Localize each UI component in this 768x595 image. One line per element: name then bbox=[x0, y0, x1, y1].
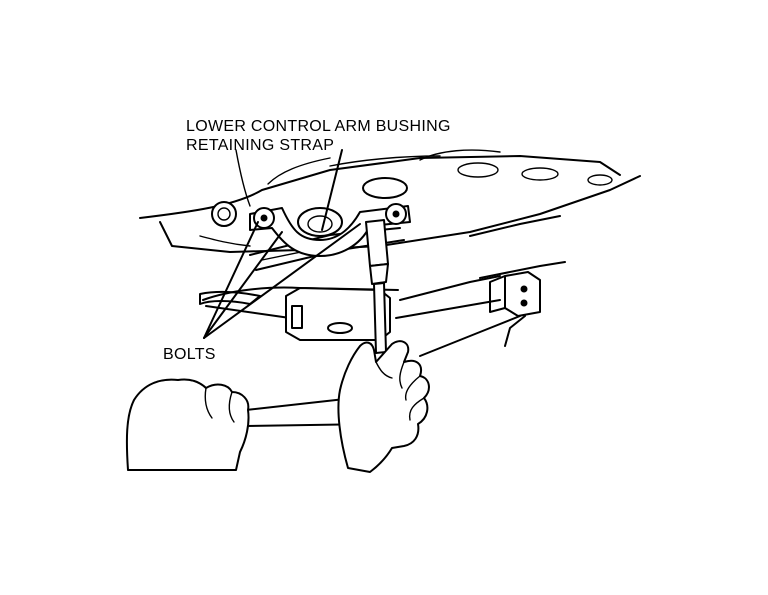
right-hand bbox=[337, 340, 430, 473]
strap-label-line2: RETAINING STRAP bbox=[186, 137, 335, 154]
strap-label-line1: LOWER CONTROL ARM BUSHING bbox=[186, 118, 451, 135]
retaining-strap bbox=[211, 201, 411, 257]
subframe bbox=[199, 215, 566, 357]
bolts-leader-lines bbox=[203, 221, 361, 339]
bolts-label: BOLTS bbox=[163, 346, 216, 363]
left-hand bbox=[125, 378, 250, 471]
floor-pan bbox=[139, 149, 641, 253]
strap-leader-line bbox=[321, 149, 343, 231]
